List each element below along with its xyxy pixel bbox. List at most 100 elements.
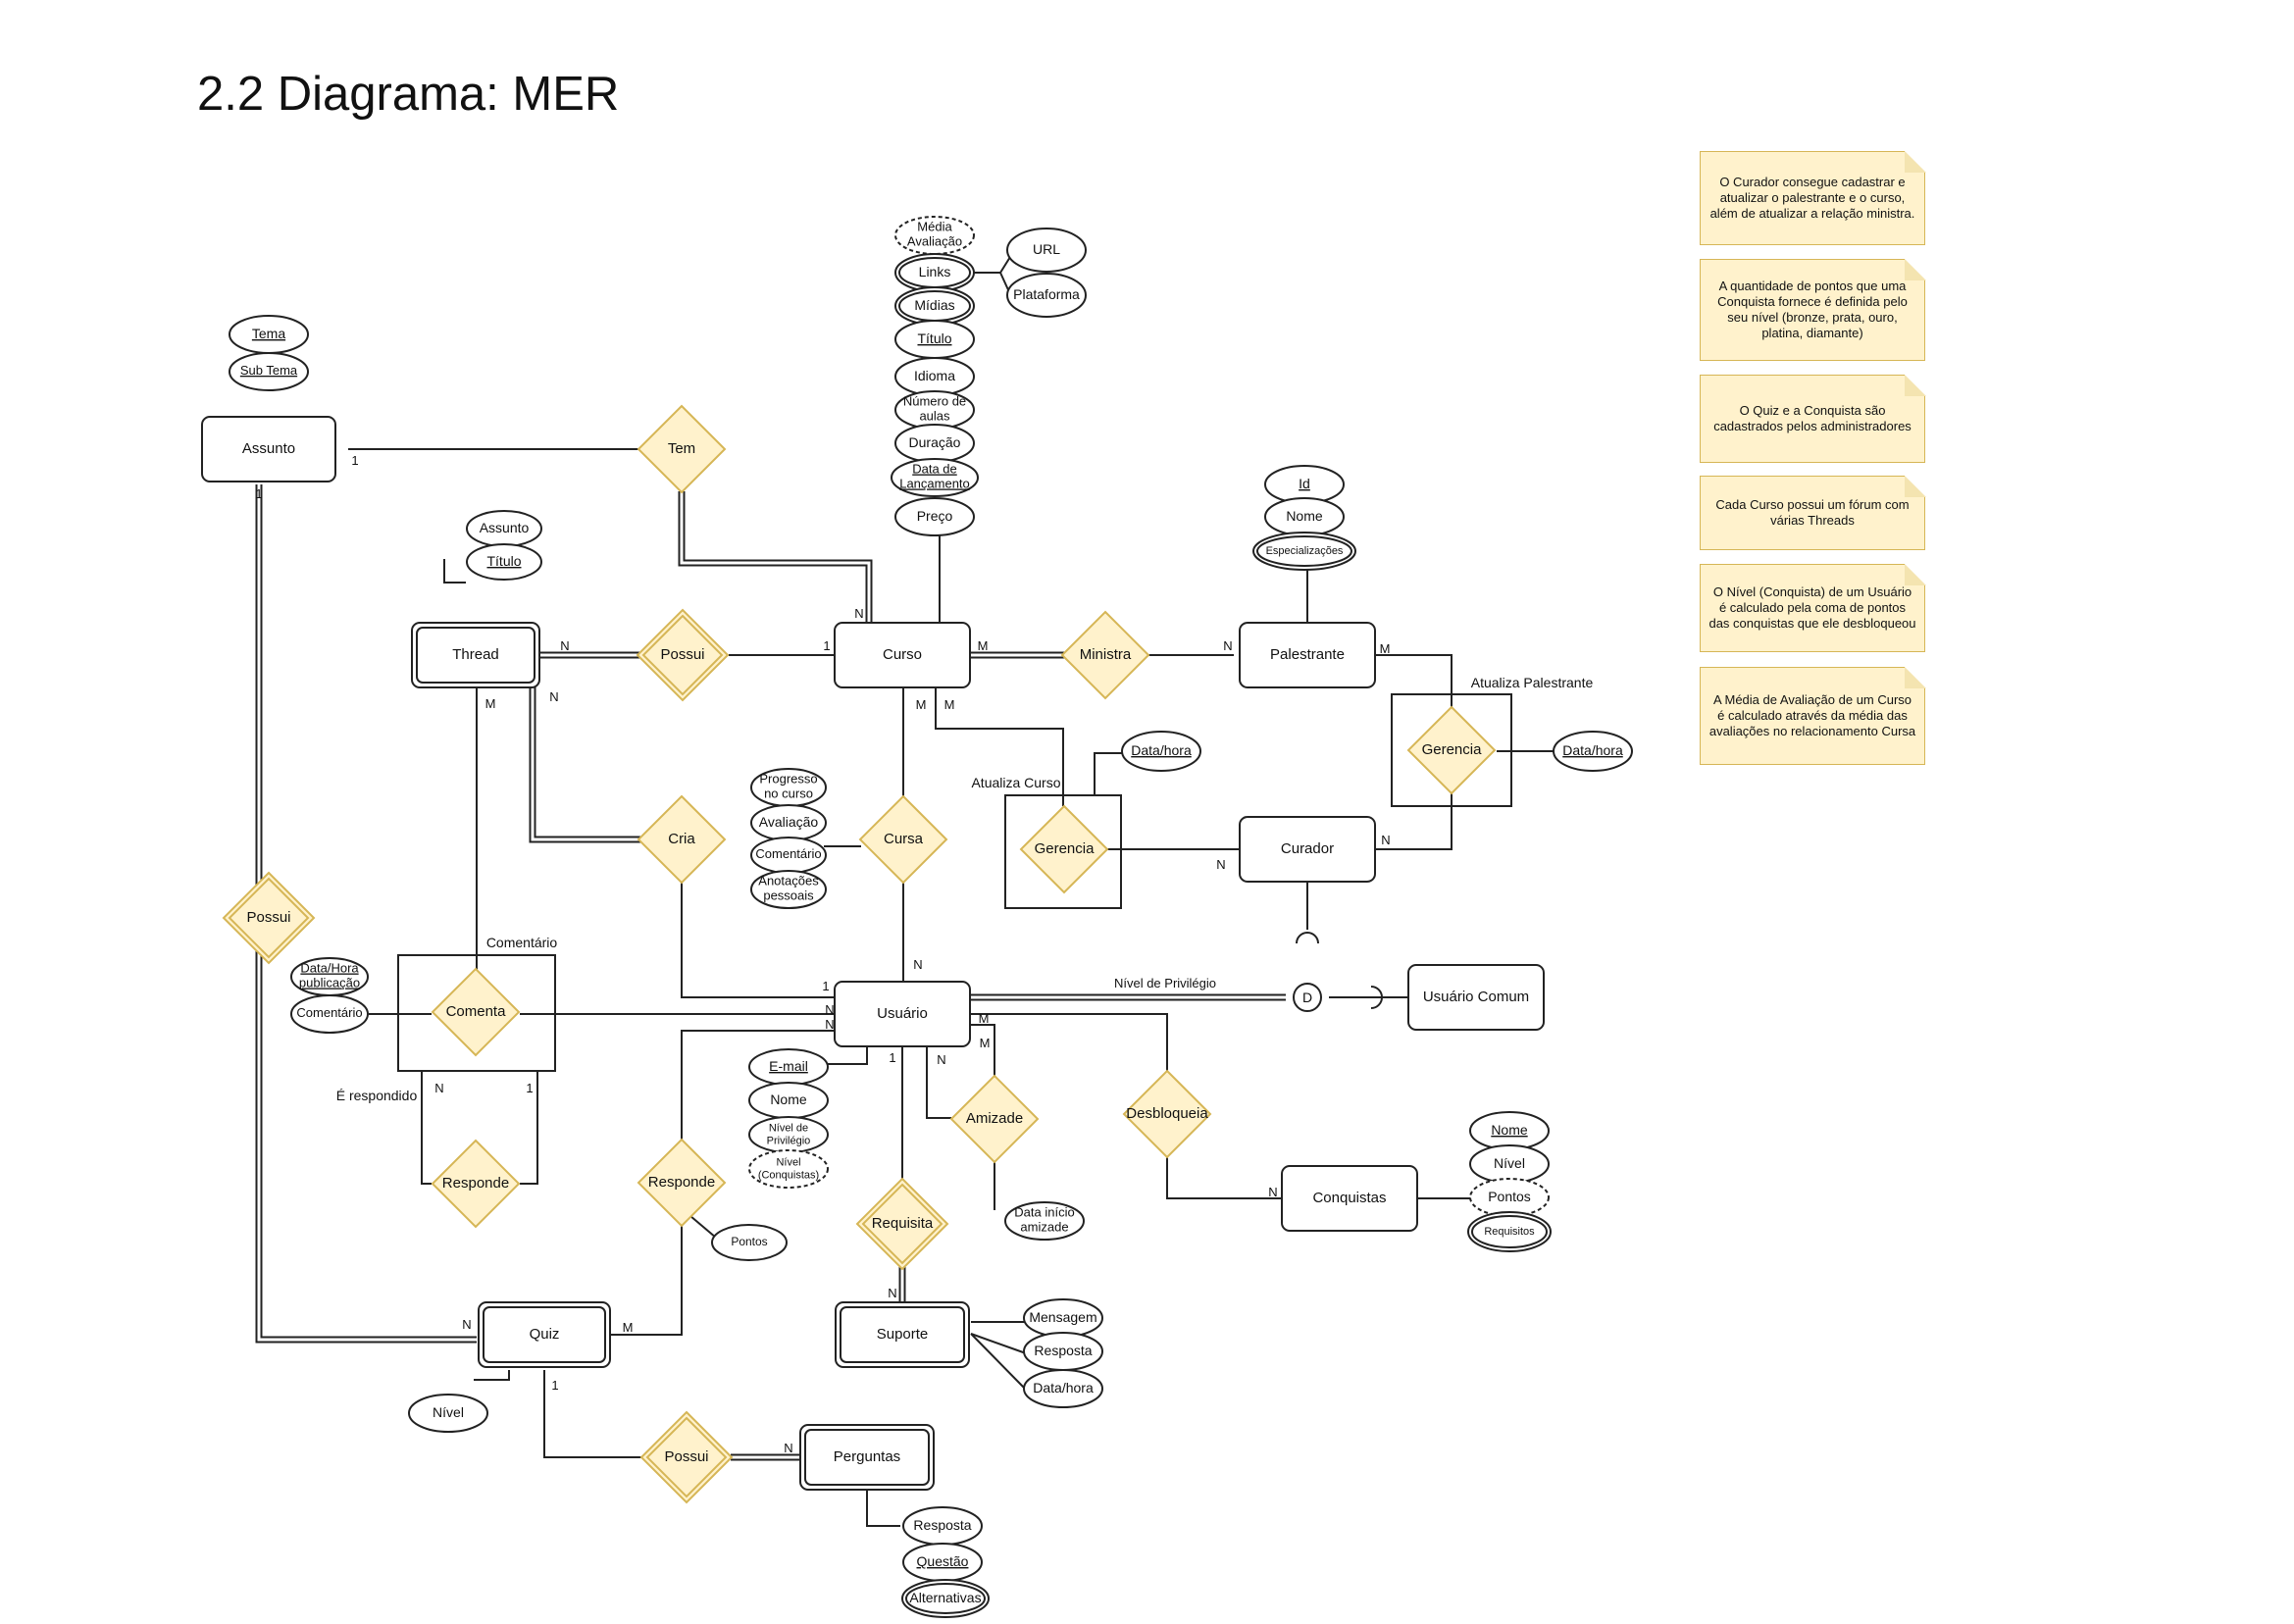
entity-usuario-label: Usuário [877, 1005, 928, 1022]
attr-assunto-thread-label: Assunto [480, 520, 530, 535]
attr-alternativas-inner-ellipse [905, 1583, 986, 1614]
attr-titulo-thread-label: Título [486, 553, 521, 569]
rel-gerencia-curso-label: Gerencia [1035, 840, 1096, 857]
attr-nivel-conquista-label: Nível [1494, 1155, 1525, 1171]
note-curso-forum: Cada Curso possui um fórum com várias Th… [1700, 475, 1926, 550]
rel-possui-perguntas-inner-diamond [645, 1416, 728, 1498]
attr-data-hora-suporte-label: Data/hora [1033, 1380, 1094, 1396]
cardinality-usuario-amizade-m: M [979, 1011, 990, 1026]
attr-sub-tema-label: Sub Tema [240, 363, 298, 378]
attr-preco-ellipse [894, 497, 975, 536]
rel-ministra-label: Ministra [1080, 646, 1132, 663]
cardinality-curso-gerencia: M [944, 697, 955, 712]
attr-resposta-pergunta-label: Resposta [913, 1517, 971, 1533]
rel-desbloqueia-diamond [1122, 1069, 1212, 1159]
rel-possui-quiz-diamond [222, 871, 316, 965]
entity-perguntas-label: Perguntas [834, 1448, 900, 1465]
attr-requisitos-inner-ellipse [1471, 1215, 1548, 1248]
rel-gerencia-palestrante-label: Gerencia [1422, 741, 1483, 758]
cardinality-curso-ministra: M [978, 638, 989, 653]
attr-nome-conquista-label: Nome [1491, 1122, 1528, 1138]
label-e-respondido: É respondido [336, 1088, 418, 1103]
cardinality-thread-possui: N [560, 638, 569, 653]
rel-responde-comentario-label: Responde [442, 1175, 509, 1192]
entity-quiz-box [478, 1301, 611, 1368]
entity-conquistas-label: Conquistas [1312, 1190, 1386, 1206]
attr-nivel-conquistas-ellipse [748, 1149, 829, 1189]
attr-plataforma-ellipse [1006, 273, 1087, 318]
attr-nome-palestrante-label: Nome [1286, 508, 1323, 524]
attr-pontos-responde-label: Pontos [731, 1235, 767, 1248]
entity-curador-label: Curador [1281, 840, 1334, 857]
cardinality-curador-gerencia-pal: N [1381, 833, 1390, 847]
entity-quiz-label: Quiz [530, 1326, 560, 1343]
attr-anotacoes-ellipse [750, 870, 827, 909]
attr-requisitos-ellipse [1467, 1211, 1552, 1252]
cardinality-curso-possui: 1 [823, 638, 830, 653]
entity-usuario-box [834, 981, 971, 1047]
cardinality-assunto-tem: 1 [351, 453, 358, 468]
attr-titulo-thread-ellipse [466, 543, 542, 581]
attr-data-hora-curso-ellipse [1121, 731, 1201, 772]
rel-responde-quiz-diamond [637, 1138, 727, 1228]
rel-gerencia-curso-diamond [1019, 804, 1109, 894]
rel-possui-thread-label: Possui [660, 646, 704, 663]
label-atualiza-palestrante: Atualiza Palestrante [1471, 675, 1594, 690]
cardinality-curador-gerencia-curso: N [1216, 857, 1225, 872]
rel-cria-diamond [637, 794, 727, 885]
rel-comenta-label: Comenta [446, 1003, 507, 1020]
attr-url-ellipse [1006, 228, 1087, 273]
rel-requisita-label: Requisita [872, 1215, 934, 1232]
entity-perguntas-box [799, 1424, 935, 1491]
attr-plataforma-label: Plataforma [1013, 286, 1080, 302]
page-title: 2.2 Diagrama: MER [197, 68, 620, 121]
attr-duracao-label: Duração [909, 434, 961, 450]
attr-nivel-quiz-label: Nível [433, 1404, 464, 1420]
disjoint-label: D [1302, 990, 1312, 1005]
rel-gerencia-palestrante-diamond [1406, 705, 1497, 795]
entity-conquistas-box [1281, 1165, 1418, 1232]
rel-tem-diamond [637, 404, 727, 494]
entity-palestrante-label: Palestrante [1270, 646, 1345, 663]
cardinality-curso-cursa: M [916, 697, 927, 712]
attr-url-label: URL [1033, 241, 1060, 257]
cardinality-quiz-perguntas: 1 [551, 1378, 558, 1393]
attr-data-inicio-amizade-ellipse [1004, 1201, 1085, 1241]
attr-avaliacao-label: Avaliação [759, 814, 819, 830]
note-nivel-usuario: O Nível (Conquista) de um Usuário é calc… [1700, 563, 1926, 652]
rel-cria-label: Cria [668, 831, 695, 847]
cardinality-usuario-requisita: 1 [889, 1050, 895, 1065]
attr-pontos-conquista-label: Pontos [1488, 1189, 1531, 1204]
attr-especializacoes-ellipse [1252, 532, 1356, 571]
cardinality-resp-1: 1 [526, 1081, 533, 1095]
entity-thread-label: Thread [452, 646, 499, 663]
gerencia-palestrante-frame [1391, 693, 1512, 807]
cardinality-usuario-amizade-n: N [937, 1052, 945, 1067]
attr-especializacoes-label: Especializações [1266, 545, 1344, 557]
rel-possui-thread-inner-diamond [641, 614, 724, 696]
attr-especializacoes-inner-ellipse [1256, 535, 1352, 567]
cardinality-usuario-cursa: N [913, 957, 922, 972]
attr-nome-usuario-label: Nome [770, 1091, 807, 1107]
cardinality-palestrante-gerencia: M [1380, 641, 1391, 656]
cardinality-thread-comenta: M [485, 696, 496, 711]
entity-assunto-box [201, 416, 336, 482]
cardinality-usuario-comenta: N [825, 1002, 834, 1017]
attr-comentario-comenta-ellipse [290, 994, 369, 1034]
cardinality-thread-cria: N [549, 689, 558, 704]
rel-possui-perguntas-label: Possui [664, 1448, 708, 1465]
entity-suporte-inner-box [840, 1306, 965, 1363]
entity-thread-inner-box [416, 627, 535, 684]
rel-amizade-diamond [949, 1074, 1040, 1164]
entity-thread-box [411, 622, 540, 688]
cardinality-quiz-responde: M [623, 1320, 634, 1335]
attr-sub-tema-ellipse [229, 352, 309, 391]
rel-cursa-label: Cursa [884, 831, 924, 847]
attr-alternativas-label: Alternativas [909, 1590, 981, 1605]
